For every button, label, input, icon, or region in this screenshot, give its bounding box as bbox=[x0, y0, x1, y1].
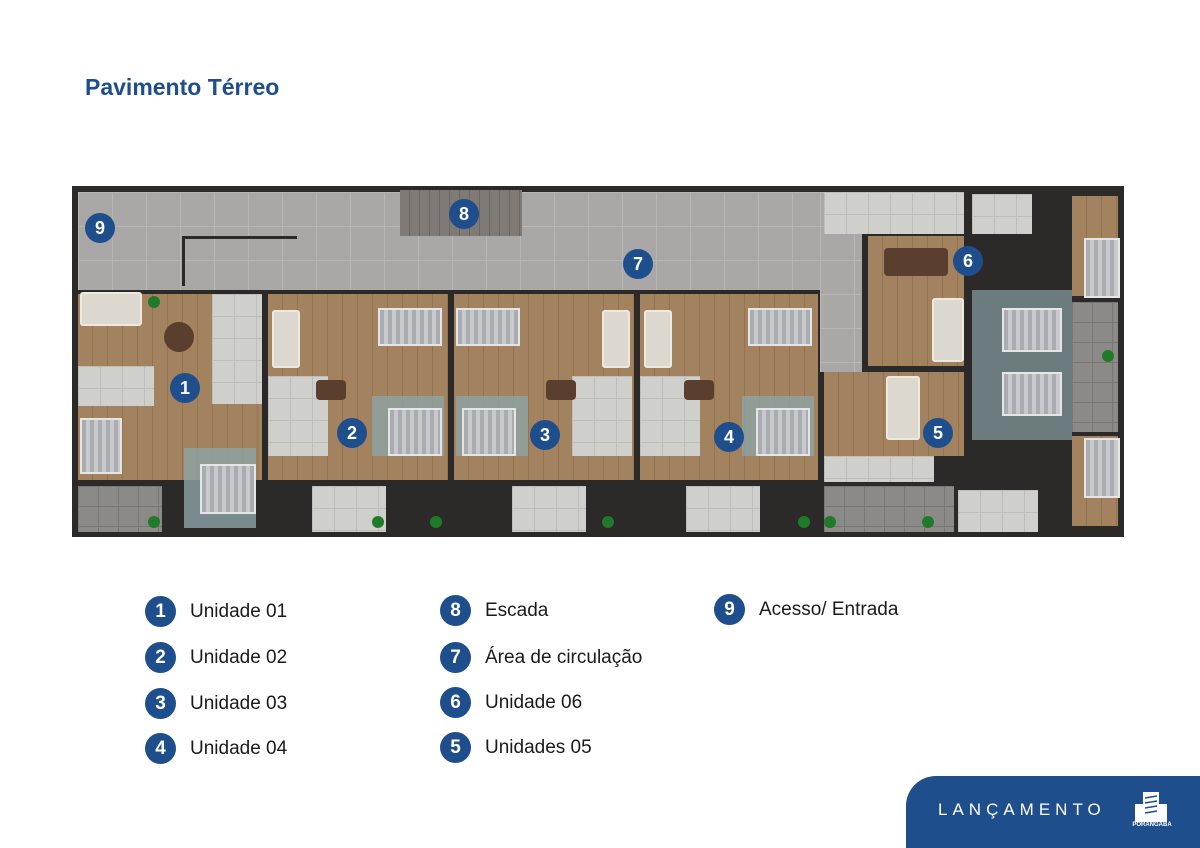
kitchen bbox=[824, 456, 934, 482]
sofa bbox=[886, 376, 920, 440]
legend-item: 8 Escada bbox=[440, 595, 548, 626]
legend-badge: 8 bbox=[440, 595, 471, 626]
legend-item: 7 Área de circulação bbox=[440, 642, 642, 673]
legend-item: 5 Unidades 05 bbox=[440, 732, 592, 763]
bed bbox=[756, 408, 810, 456]
plant bbox=[430, 516, 442, 528]
plant bbox=[148, 296, 160, 308]
bed bbox=[462, 408, 516, 456]
legend-badge: 3 bbox=[145, 688, 176, 719]
dining-table bbox=[546, 380, 576, 400]
legend-label: Área de circulação bbox=[485, 646, 643, 668]
dining-table bbox=[684, 380, 714, 400]
floor-plan bbox=[72, 186, 1124, 537]
plant bbox=[824, 516, 836, 528]
legend-badge: 2 bbox=[145, 642, 176, 673]
marker-unit-01: 1 bbox=[170, 373, 200, 403]
bed bbox=[456, 308, 520, 346]
legend-label: Unidade 06 bbox=[485, 691, 583, 713]
sofa bbox=[272, 310, 300, 368]
dining-table bbox=[316, 380, 346, 400]
bathroom bbox=[686, 486, 760, 532]
bed bbox=[748, 308, 812, 346]
legend-badge: 7 bbox=[440, 642, 471, 673]
dining-table bbox=[164, 322, 194, 352]
wall bbox=[182, 236, 297, 239]
marker-unit-03: 3 bbox=[530, 420, 560, 450]
bed bbox=[1084, 238, 1120, 298]
kitchen bbox=[212, 294, 262, 404]
marker-stairs: 8 bbox=[449, 199, 479, 229]
bed bbox=[1084, 438, 1120, 498]
plant bbox=[148, 516, 160, 528]
legend-item: 4 Unidade 04 bbox=[145, 733, 287, 764]
legend-label: Escada bbox=[485, 599, 549, 621]
legend-badge: 1 bbox=[145, 596, 176, 627]
legend-item: 3 Unidade 03 bbox=[145, 688, 287, 719]
patio bbox=[824, 486, 954, 532]
legend-label: Unidade 04 bbox=[190, 737, 288, 759]
sofa bbox=[932, 298, 964, 362]
bed bbox=[388, 408, 442, 456]
marker-unit-04: 4 bbox=[714, 422, 744, 452]
plant bbox=[922, 516, 934, 528]
legend-label: Unidade 03 bbox=[190, 692, 288, 714]
bed bbox=[378, 308, 442, 346]
kitchen bbox=[824, 192, 964, 234]
brand-name: PORANGABA bbox=[1132, 822, 1172, 828]
legend-badge: 9 bbox=[714, 594, 745, 625]
kitchen bbox=[572, 376, 632, 456]
legend-label: Unidade 02 bbox=[190, 646, 288, 668]
bed bbox=[200, 464, 256, 514]
marker-unit-05: 5 bbox=[923, 418, 953, 448]
bathroom bbox=[512, 486, 586, 532]
legend-badge: 6 bbox=[440, 687, 471, 718]
plant bbox=[798, 516, 810, 528]
bed bbox=[1002, 308, 1062, 352]
wall bbox=[182, 236, 185, 286]
bathroom bbox=[972, 194, 1032, 234]
legend-label: Acesso/ Entrada bbox=[759, 598, 899, 620]
legend-badge: 5 bbox=[440, 732, 471, 763]
marker-circulation: 7 bbox=[623, 249, 653, 279]
legend-item: 2 Unidade 02 bbox=[145, 642, 287, 673]
dining-table bbox=[884, 248, 948, 276]
building-icon bbox=[1135, 792, 1167, 822]
sofa bbox=[602, 310, 630, 368]
marker-unit-06: 6 bbox=[953, 246, 983, 276]
page-title: Pavimento Térreo bbox=[85, 74, 280, 100]
patio bbox=[1072, 302, 1118, 432]
bed bbox=[80, 418, 122, 474]
marker-unit-02: 2 bbox=[337, 418, 367, 448]
legend-item: 1 Unidade 01 bbox=[145, 596, 287, 627]
plant bbox=[372, 516, 384, 528]
bed bbox=[1002, 372, 1062, 416]
launch-label: LANÇAMENTO bbox=[938, 800, 1106, 819]
legend-label: Unidades 05 bbox=[485, 736, 592, 758]
launch-banner: LANÇAMENTO PORANGABA bbox=[906, 776, 1200, 848]
legend-badge: 4 bbox=[145, 733, 176, 764]
brand-logo: PORANGABA bbox=[1132, 790, 1172, 830]
sofa bbox=[80, 292, 142, 326]
plant bbox=[1102, 350, 1114, 362]
legend-item: 6 Unidade 06 bbox=[440, 687, 582, 718]
marker-access: 9 bbox=[85, 213, 115, 243]
legend-item: 9 Acesso/ Entrada bbox=[714, 594, 898, 625]
legend-label: Unidade 01 bbox=[190, 600, 288, 622]
sofa bbox=[644, 310, 672, 368]
plant bbox=[602, 516, 614, 528]
bathroom bbox=[78, 366, 154, 406]
bathroom bbox=[958, 490, 1038, 532]
